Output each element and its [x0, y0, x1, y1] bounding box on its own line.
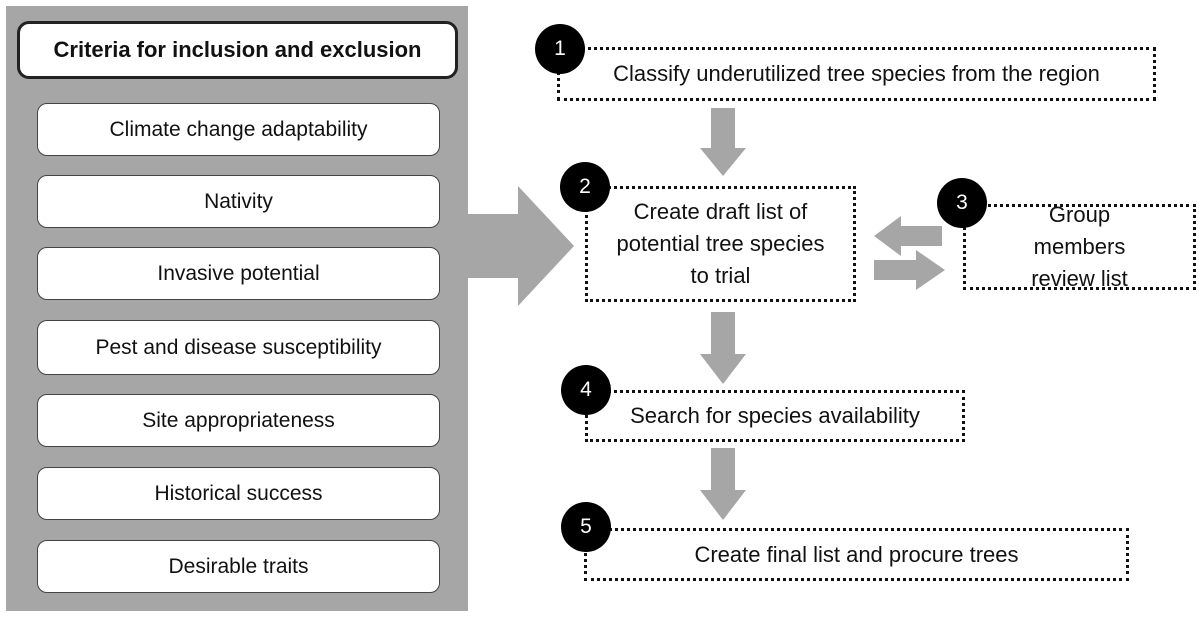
criterion-climate-change-adaptability: Climate change adaptability	[37, 103, 440, 156]
step-1-number-badge: 1	[535, 24, 585, 74]
arrow-down-4-to-5	[700, 448, 746, 520]
step-3-number-badge: 3	[937, 178, 987, 228]
step-2-number-badge: 2	[560, 162, 610, 212]
criterion-nativity: Nativity	[37, 175, 440, 228]
criteria-title: Criteria for inclusion and exclusion	[17, 21, 458, 79]
criterion-invasive-potential: Invasive potential	[37, 247, 440, 300]
arrow-down-2-to-4	[700, 312, 746, 384]
step-5-number-badge: 5	[561, 502, 611, 552]
criterion-pest-and-disease-susceptibility: Pest and disease susceptibility	[37, 320, 440, 375]
big-arrow-right	[468, 186, 574, 306]
criterion-desirable-traits: Desirable traits	[37, 540, 440, 593]
step-2-box: Create draft list of potential tree spec…	[585, 186, 856, 302]
criterion-historical-success: Historical success	[37, 467, 440, 520]
step-3-box: Group members review list	[963, 202, 1196, 291]
criterion-site-appropriateness: Site appropriateness	[37, 394, 440, 447]
arrow-right-2-to-3	[874, 250, 945, 290]
arrow-left-3-to-2	[874, 216, 942, 256]
arrow-down-1-to-2	[700, 108, 746, 176]
step-5-box: Create final list and procure trees	[584, 528, 1129, 581]
step-4-number-badge: 4	[561, 365, 611, 415]
step-4-box: Search for species availability	[585, 390, 965, 442]
step-1-box: Classify underutilized tree species from…	[557, 47, 1156, 101]
